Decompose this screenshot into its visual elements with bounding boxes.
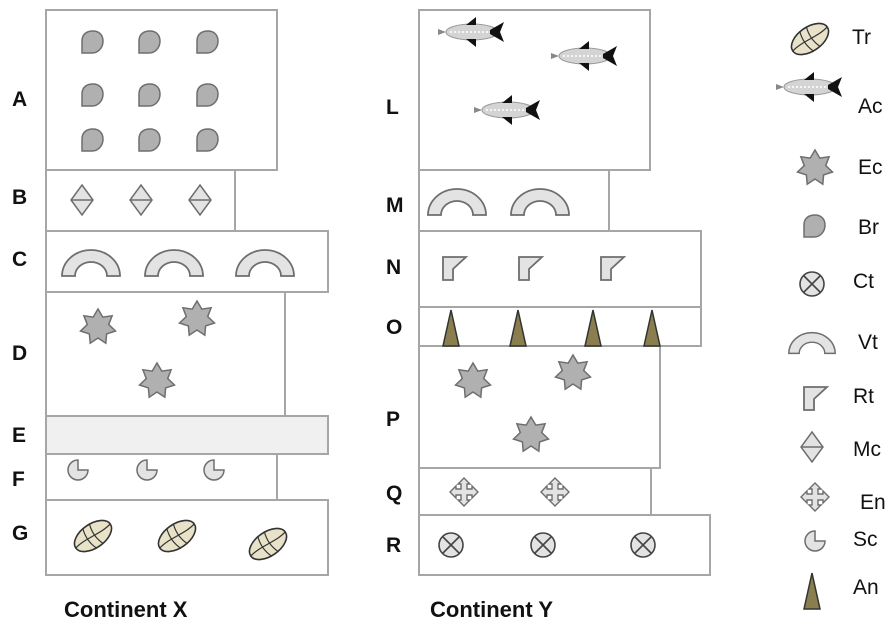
fossil-sc-icon bbox=[136, 459, 158, 481]
fossil-rt-icon bbox=[600, 256, 627, 281]
fossil-rt-icon bbox=[442, 256, 469, 281]
fossil-sc-icon bbox=[67, 459, 89, 481]
fossil-mc-icon bbox=[129, 183, 153, 217]
legend-label-vt: Vt bbox=[858, 331, 878, 354]
fossil-an-icon bbox=[584, 309, 602, 347]
layer-label-m: M bbox=[386, 194, 404, 217]
four-arrows-icon bbox=[800, 482, 830, 512]
layer-label-e: E bbox=[12, 424, 27, 447]
fossil-ec-icon bbox=[454, 361, 492, 399]
layer-label-g: G bbox=[12, 522, 29, 545]
fossil-sc-icon bbox=[203, 459, 225, 481]
layer-label-q: Q bbox=[386, 482, 403, 505]
fish-icon bbox=[776, 72, 842, 102]
fossil-tr-icon bbox=[248, 527, 288, 561]
fossil-mc-icon bbox=[70, 183, 94, 217]
continent-y-caption: Continent Y bbox=[430, 597, 554, 622]
layer-label-p: P bbox=[386, 408, 401, 431]
fossil-ac-icon bbox=[438, 17, 504, 47]
legend-label-sc: Sc bbox=[853, 528, 878, 551]
continent-x-caption: Continent X bbox=[64, 597, 188, 622]
fossil-rt-icon bbox=[518, 256, 545, 281]
fossil-ec-icon bbox=[512, 415, 550, 453]
diamond-icon bbox=[800, 430, 824, 464]
layer-label-a: A bbox=[12, 88, 28, 111]
fossil-an-icon bbox=[442, 309, 460, 347]
legend-label-an: An bbox=[853, 576, 879, 599]
corner-icon bbox=[803, 386, 830, 411]
layer-label-d: D bbox=[12, 342, 28, 365]
fossil-ec-icon bbox=[178, 299, 216, 337]
legend-label-en: En bbox=[860, 491, 886, 514]
fossil-br-icon bbox=[138, 83, 161, 107]
fossil-ct-icon bbox=[530, 532, 556, 558]
fossil-tr-icon bbox=[73, 519, 113, 553]
fossil-an-icon bbox=[643, 309, 661, 347]
fossil-vt-icon bbox=[510, 188, 570, 216]
legend-label-ec: Ec bbox=[858, 156, 883, 179]
fossil-ct-icon bbox=[630, 532, 656, 558]
layer-label-l: L bbox=[386, 96, 399, 119]
fossil-vt-icon bbox=[61, 249, 121, 277]
legend-label-ct: Ct bbox=[853, 270, 874, 293]
crossed-circle-icon bbox=[799, 271, 825, 297]
star-icon bbox=[796, 148, 834, 186]
fossil-br-icon bbox=[196, 128, 219, 152]
arch-icon bbox=[788, 331, 836, 355]
cone-icon bbox=[803, 572, 821, 610]
pie-icon bbox=[804, 530, 826, 552]
fossil-ec-icon bbox=[554, 353, 592, 391]
fossil-br-icon bbox=[196, 30, 219, 54]
layer-label-f: F bbox=[12, 468, 25, 491]
fossil-an-icon bbox=[509, 309, 527, 347]
fossil-vt-icon bbox=[235, 249, 295, 277]
layer-label-b: B bbox=[12, 186, 28, 209]
fossil-ac-icon bbox=[474, 95, 540, 125]
legend-label-mc: Mc bbox=[853, 438, 881, 461]
fossil-vt-icon bbox=[427, 188, 487, 216]
fossil-ec-icon bbox=[138, 361, 176, 399]
legend-label-rt: Rt bbox=[853, 385, 874, 408]
legend-label-tr: Tr bbox=[852, 26, 872, 49]
layer-label-n: N bbox=[386, 256, 402, 279]
fossil-br-icon bbox=[81, 30, 104, 54]
layer-m bbox=[418, 169, 610, 232]
trilobite-icon bbox=[790, 22, 830, 56]
fossil-ec-icon bbox=[79, 307, 117, 345]
teardrop-icon bbox=[803, 214, 826, 238]
layer-n bbox=[418, 230, 702, 308]
fossil-en-icon bbox=[449, 477, 479, 507]
fossil-br-icon bbox=[138, 30, 161, 54]
fossil-br-icon bbox=[81, 128, 104, 152]
fossil-vt-icon bbox=[144, 249, 204, 277]
legend-label-br: Br bbox=[858, 216, 879, 239]
fossil-br-icon bbox=[81, 83, 104, 107]
layer-r bbox=[418, 514, 711, 576]
fossil-br-icon bbox=[138, 128, 161, 152]
fossil-br-icon bbox=[196, 83, 219, 107]
fossil-ct-icon bbox=[438, 532, 464, 558]
legend-label-ac: Ac bbox=[858, 95, 883, 118]
fossil-mc-icon bbox=[188, 183, 212, 217]
layer-label-r: R bbox=[386, 534, 402, 557]
fossil-ac-icon bbox=[551, 41, 617, 71]
layer-label-c: C bbox=[12, 248, 28, 271]
fossil-tr-icon bbox=[157, 519, 197, 553]
fossil-en-icon bbox=[540, 477, 570, 507]
layer-label-o: O bbox=[386, 316, 403, 339]
